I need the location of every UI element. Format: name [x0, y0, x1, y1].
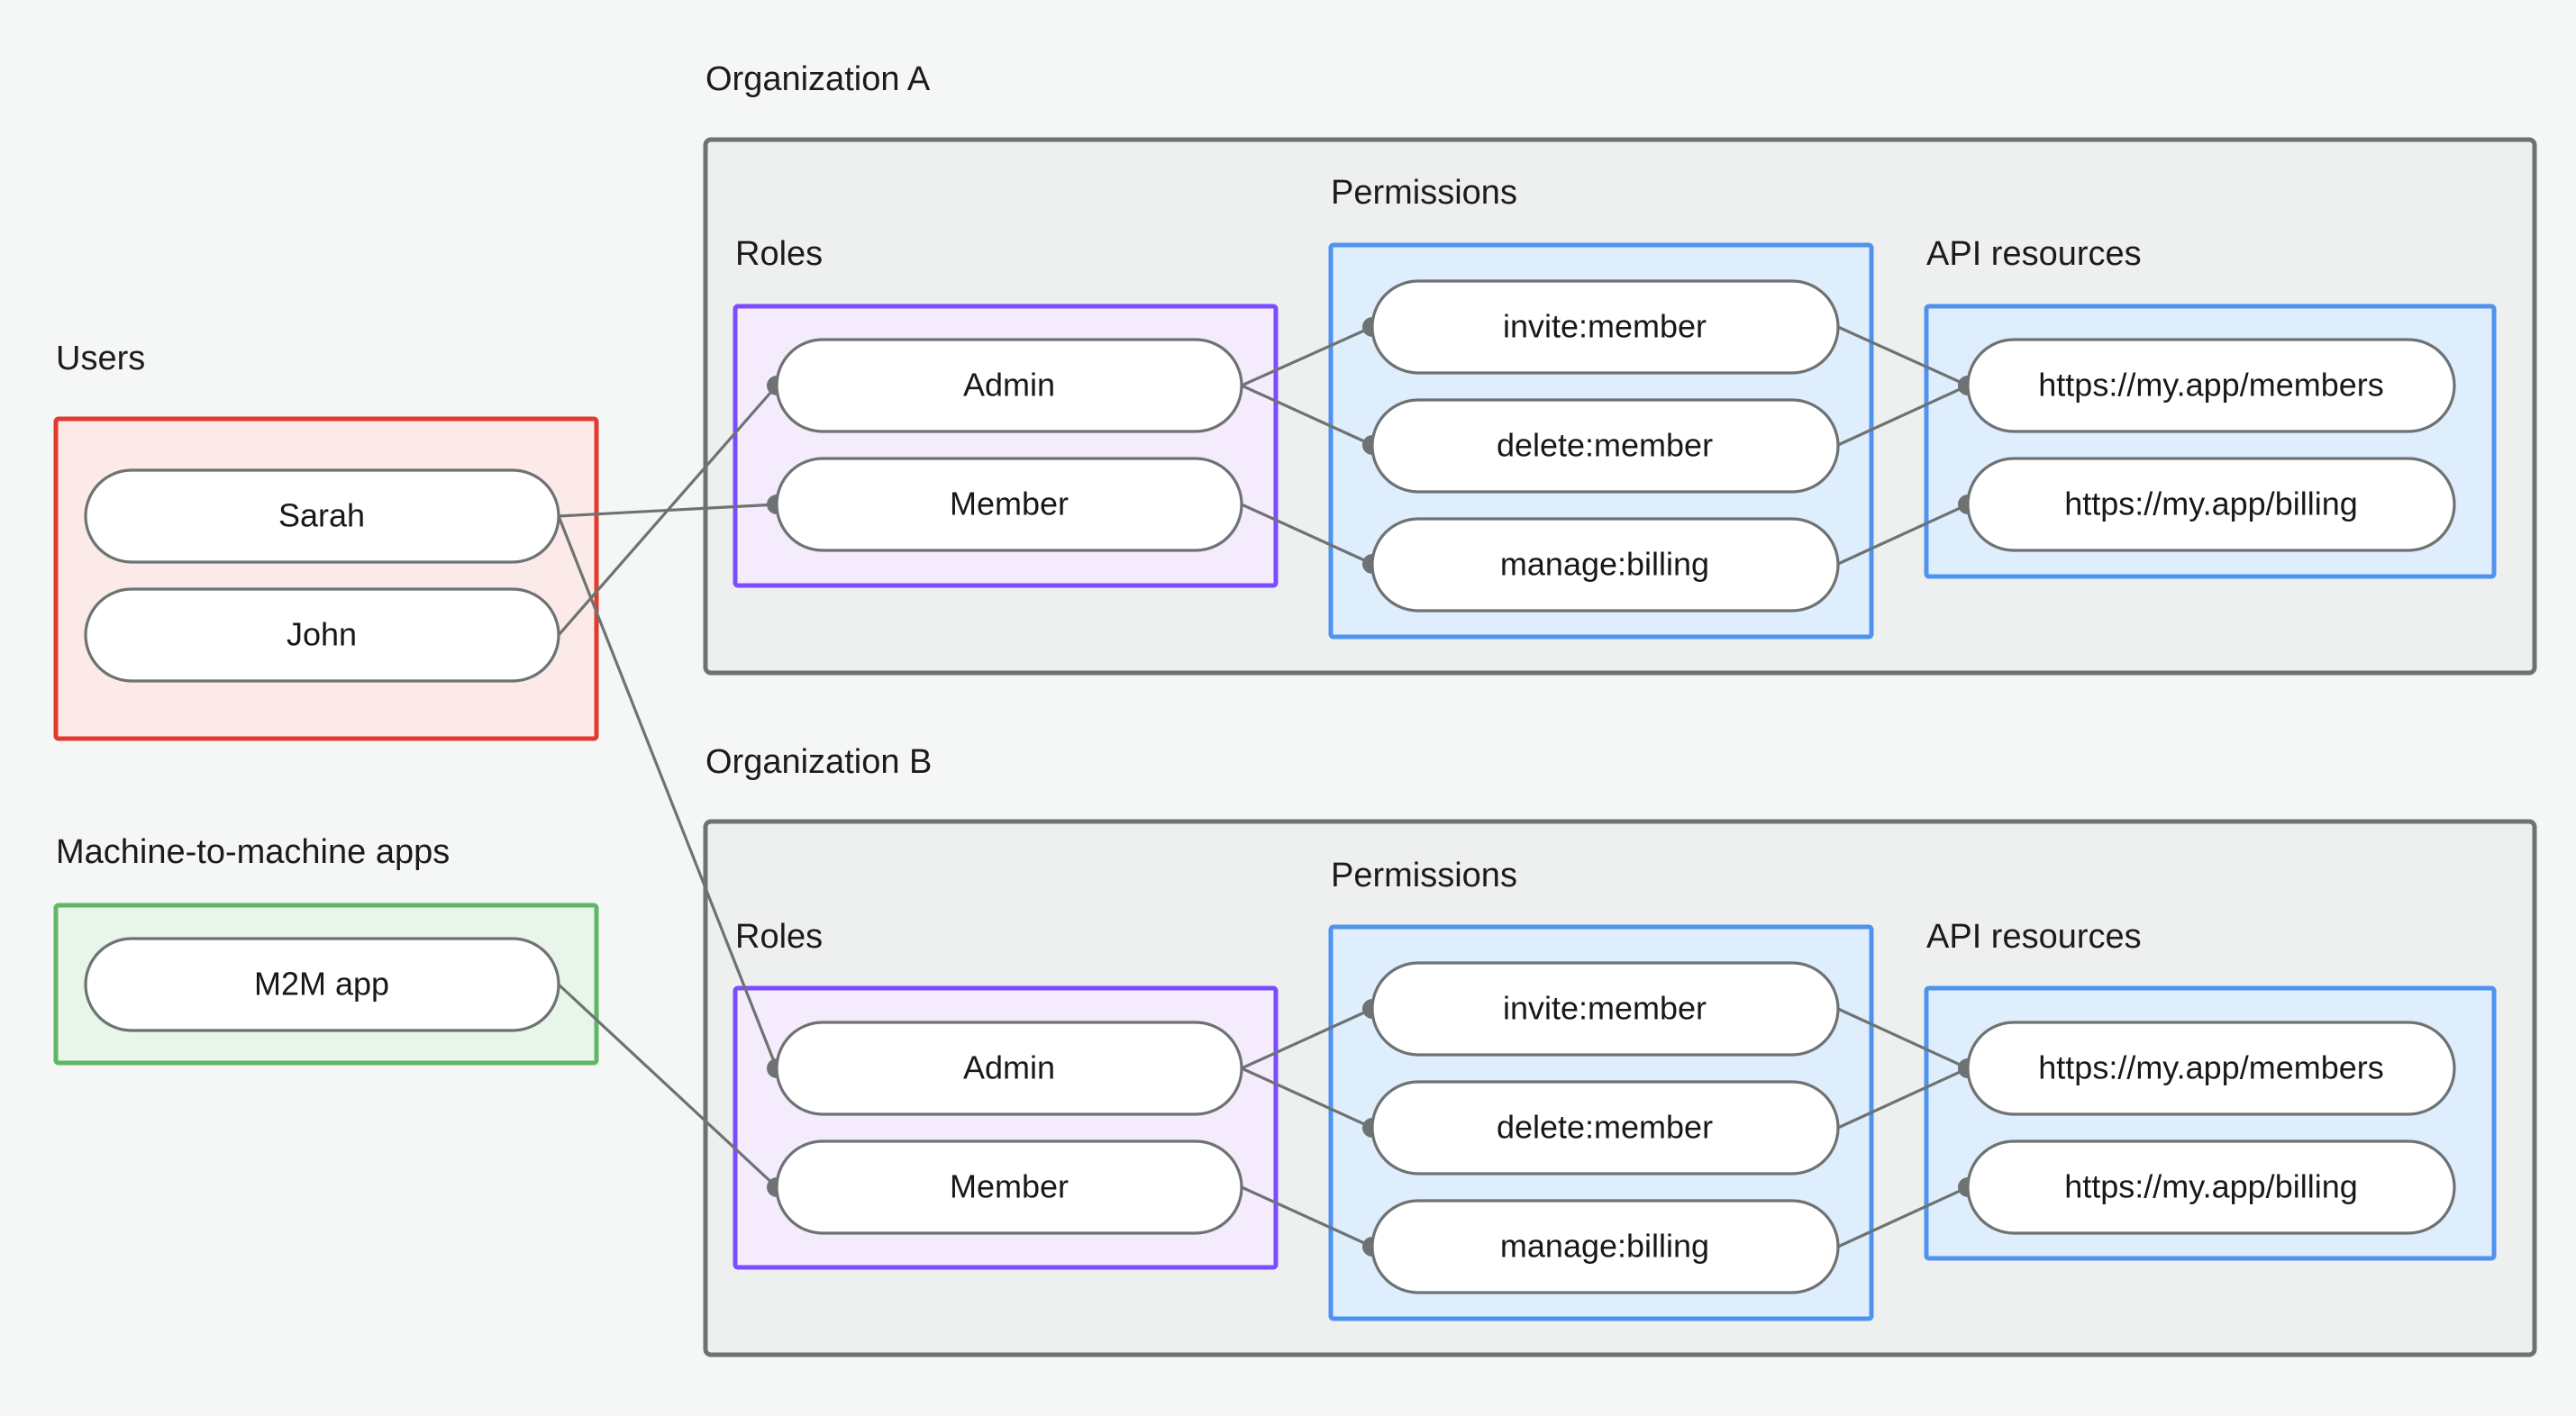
- node-org-b-admin[interactable]: Admin: [775, 1021, 1243, 1116]
- node-sarah-label: Sarah: [278, 497, 365, 534]
- org-b-roles-label: Roles: [735, 918, 823, 956]
- node-org-a-member-label: Member: [950, 486, 1069, 522]
- node-org-b-member[interactable]: Member: [775, 1139, 1243, 1235]
- node-org-a-manage-billing-label: manage:billing: [1500, 546, 1709, 583]
- node-org-b-delete-member[interactable]: delete:member: [1370, 1080, 1840, 1175]
- users-group-label: Users: [56, 340, 145, 377]
- node-org-b-invite-member[interactable]: invite:member: [1370, 961, 1840, 1057]
- node-org-a-invite-member-label: invite:member: [1503, 308, 1707, 345]
- node-org-b-res-billing[interactable]: https://my.app/billing: [1966, 1139, 2456, 1235]
- node-org-b-manage-billing-label: manage:billing: [1500, 1228, 1709, 1265]
- org-a-roles-label: Roles: [735, 235, 823, 273]
- node-m2m-app-label: M2M app: [254, 966, 389, 1003]
- node-org-b-member-label: Member: [950, 1168, 1069, 1205]
- node-org-b-delete-member-label: delete:member: [1497, 1109, 1713, 1146]
- org-a-api-label: API resources: [1926, 235, 2142, 273]
- org-b-label: Organization B: [705, 743, 932, 781]
- org-b-permissions-label: Permissions: [1331, 857, 1517, 894]
- node-org-a-res-billing[interactable]: https://my.app/billing: [1966, 457, 2456, 552]
- node-john[interactable]: John: [84, 587, 560, 683]
- node-m2m-app[interactable]: M2M app: [84, 937, 560, 1032]
- node-org-b-invite-member-label: invite:member: [1503, 990, 1707, 1027]
- node-org-b-res-billing-label: https://my.app/billing: [2064, 1168, 2358, 1205]
- node-org-a-invite-member[interactable]: invite:member: [1370, 279, 1840, 375]
- node-org-a-res-billing-label: https://my.app/billing: [2064, 486, 2358, 522]
- node-org-a-manage-billing[interactable]: manage:billing: [1370, 517, 1840, 613]
- node-org-b-manage-billing[interactable]: manage:billing: [1370, 1199, 1840, 1294]
- node-org-b-res-members-label: https://my.app/members: [2038, 1049, 2383, 1086]
- node-org-b-res-members[interactable]: https://my.app/members: [1966, 1021, 2456, 1116]
- node-org-a-member[interactable]: Member: [775, 457, 1243, 552]
- node-org-a-admin[interactable]: Admin: [775, 338, 1243, 433]
- m2m-group-label: Machine-to-machine apps: [56, 833, 450, 871]
- org-b-api-label: API resources: [1926, 918, 2142, 956]
- node-org-a-admin-label: Admin: [963, 367, 1055, 404]
- node-org-b-admin-label: Admin: [963, 1049, 1055, 1086]
- node-org-a-res-members-label: https://my.app/members: [2038, 367, 2383, 404]
- org-a-permissions-label: Permissions: [1331, 174, 1517, 212]
- org-a-label: Organization A: [705, 60, 931, 98]
- node-org-a-res-members[interactable]: https://my.app/members: [1966, 338, 2456, 433]
- node-john-label: John: [287, 616, 357, 653]
- node-org-a-delete-member-label: delete:member: [1497, 427, 1713, 464]
- node-sarah[interactable]: Sarah: [84, 468, 560, 564]
- node-org-a-delete-member[interactable]: delete:member: [1370, 398, 1840, 494]
